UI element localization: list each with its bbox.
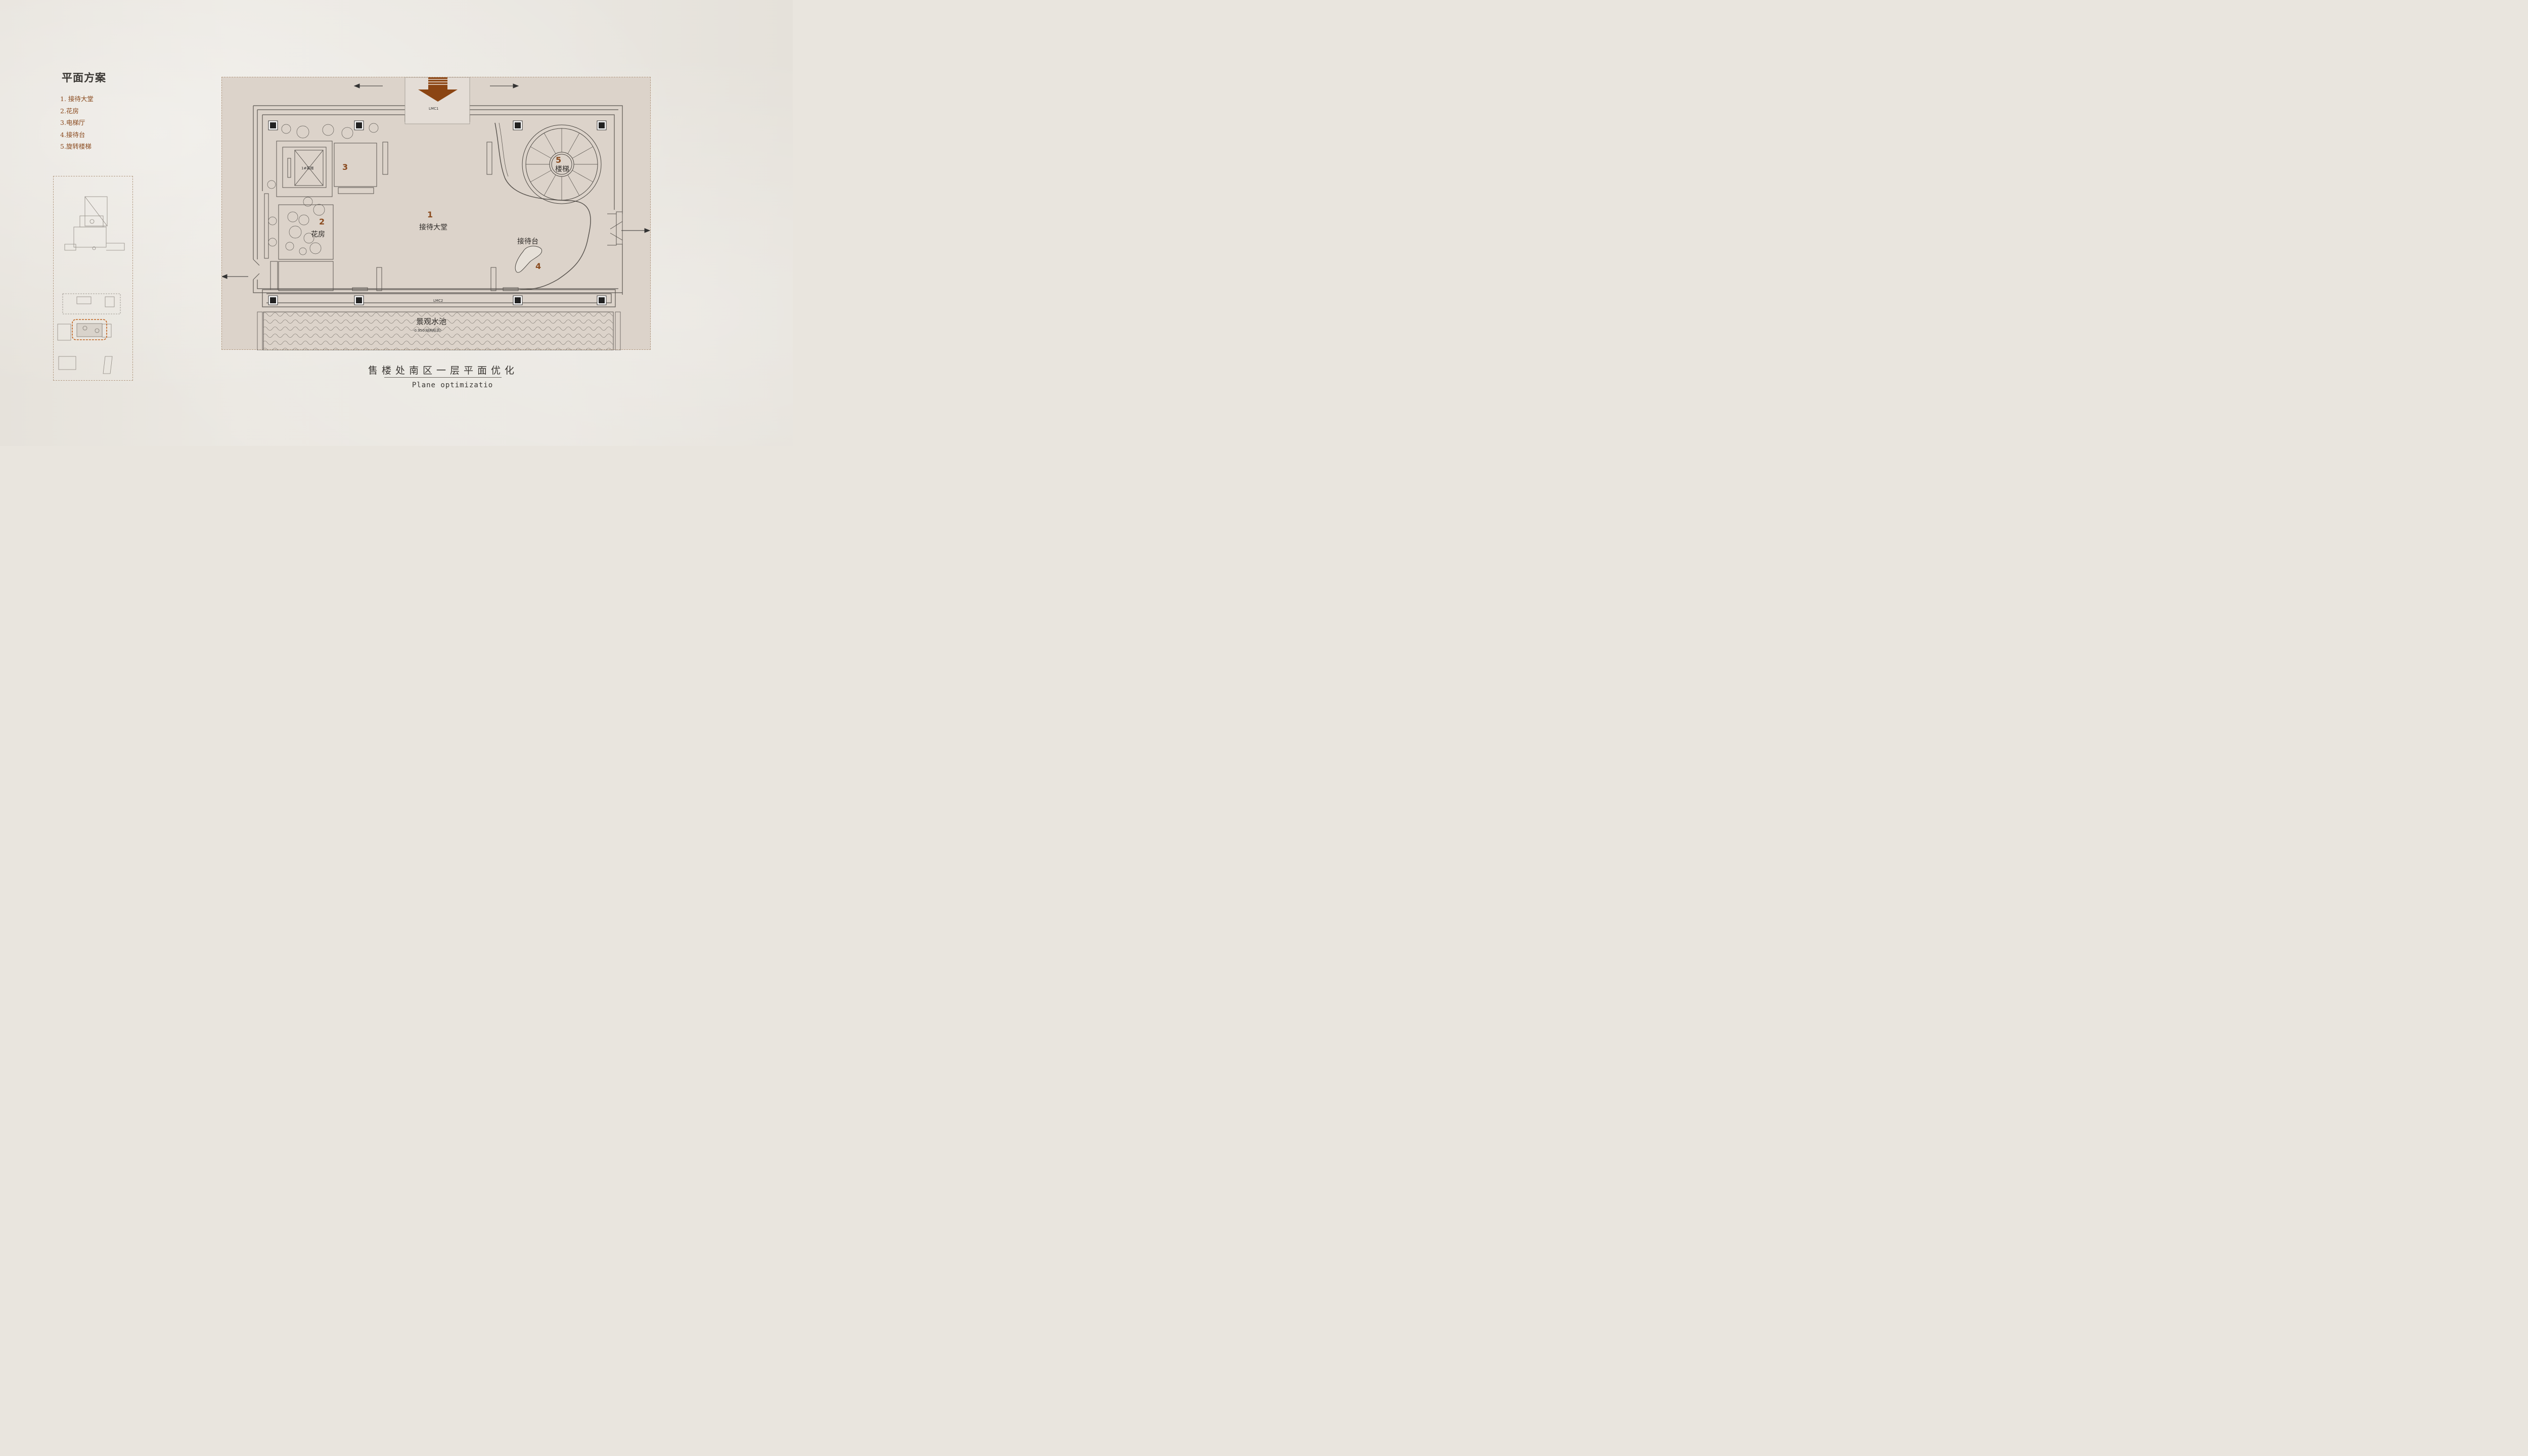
caption-divider xyxy=(384,377,502,378)
legend-item: 1. 接待大堂 xyxy=(60,95,94,103)
floor-plan: LMC1 LMC2 1#客梯 景观水池 -0.950(结构标高) 1 接待大堂 … xyxy=(221,77,651,350)
site-keymap xyxy=(53,176,133,381)
legend-list: 1. 接待大堂 2.花房 3.电梯厅 4.接待台 5.旋转楼梯 xyxy=(60,94,94,154)
entrance-arrow-icon xyxy=(418,77,458,102)
room-name: 楼梯 xyxy=(555,165,569,173)
legend-item: 2.花房 xyxy=(60,107,79,115)
door-label: LMC2 xyxy=(433,299,443,303)
caption-english: Plane optimizatio xyxy=(412,381,493,389)
room-number: 5 xyxy=(556,155,562,165)
room-number: 1 xyxy=(427,210,433,219)
floor-plan-drawing xyxy=(222,77,651,350)
elevator-label: 1#客梯 xyxy=(301,166,314,170)
page-title: 平面方案 xyxy=(62,71,106,84)
room-number: 4 xyxy=(535,261,541,271)
keymap-drawing xyxy=(57,196,125,374)
keymap-highlight xyxy=(72,319,107,340)
pool-label: 景观水池 xyxy=(416,317,447,326)
room-name: 接待大堂 xyxy=(419,223,447,232)
room-name: 花房 xyxy=(311,231,325,239)
caption-chinese: 售楼处南区一层平面优化 xyxy=(368,365,519,376)
legend-item: 4.接待台 xyxy=(60,130,85,139)
room-number: 2 xyxy=(319,217,325,226)
pool-elevation: -0.950(结构标高) xyxy=(413,329,442,333)
legend-item: 5.旋转楼梯 xyxy=(60,143,92,151)
room-name: 接待台 xyxy=(517,238,538,246)
legend-item: 3.电梯厅 xyxy=(60,119,85,127)
entrance-label: LMC1 xyxy=(429,107,439,111)
room-number: 3 xyxy=(342,162,348,172)
